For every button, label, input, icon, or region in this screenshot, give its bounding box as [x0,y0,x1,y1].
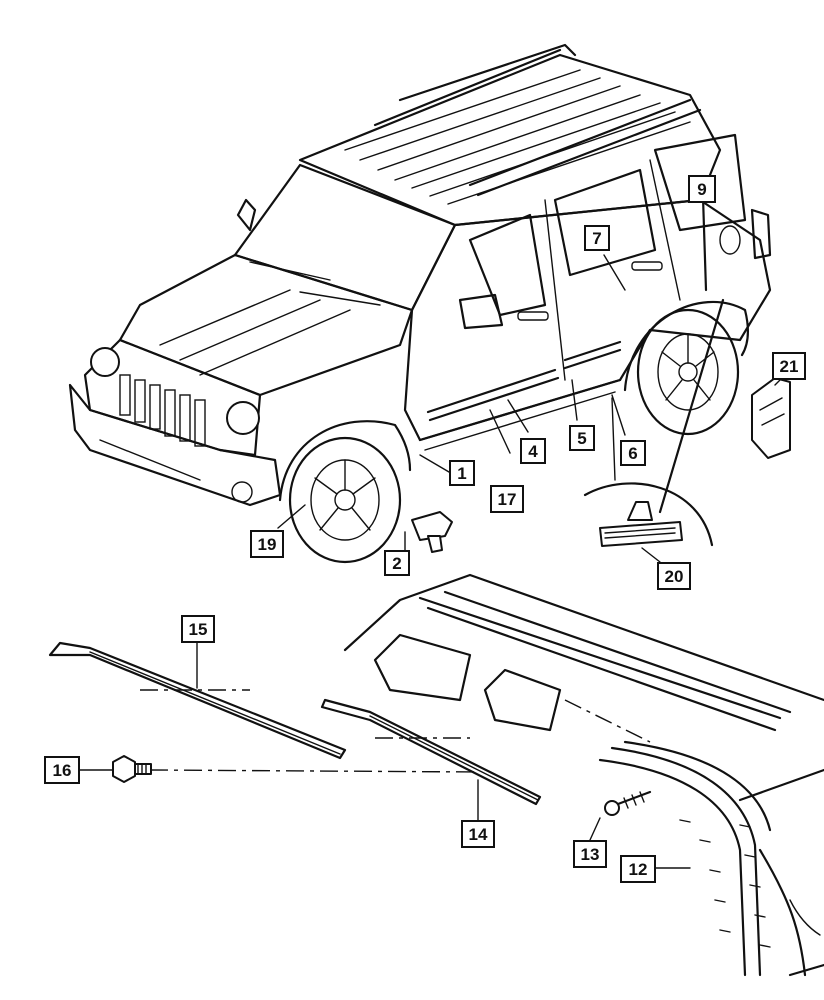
callout-2: 2 [384,550,410,576]
grille-slots [119,374,206,447]
callout-4: 4 [520,438,546,464]
callout-6: 6 [620,440,646,466]
callout-13: 13 [573,840,607,868]
part-2-bracket [411,511,453,553]
callout-1: 1 [449,460,475,486]
callout-16: 16 [44,756,80,784]
callout-15: 15 [181,615,215,643]
callout-21: 21 [772,352,806,380]
clip-detail-inset [583,482,714,547]
callout-9: 9 [688,175,716,203]
part-21-mud-flap [751,377,791,459]
callout-20: 20 [657,562,691,590]
callout-14: 14 [461,820,495,848]
callout-7: 7 [584,225,610,251]
callout-5: 5 [569,425,595,451]
leader-lines [79,195,786,869]
callout-12: 12 [620,855,656,883]
callout-19: 19 [250,530,284,558]
part-16-bolt [112,755,152,783]
roof-rack-detail [48,573,824,977]
callout-17: 17 [490,485,524,513]
part-13-screw [604,790,652,816]
vehicle-illustration [68,43,772,564]
